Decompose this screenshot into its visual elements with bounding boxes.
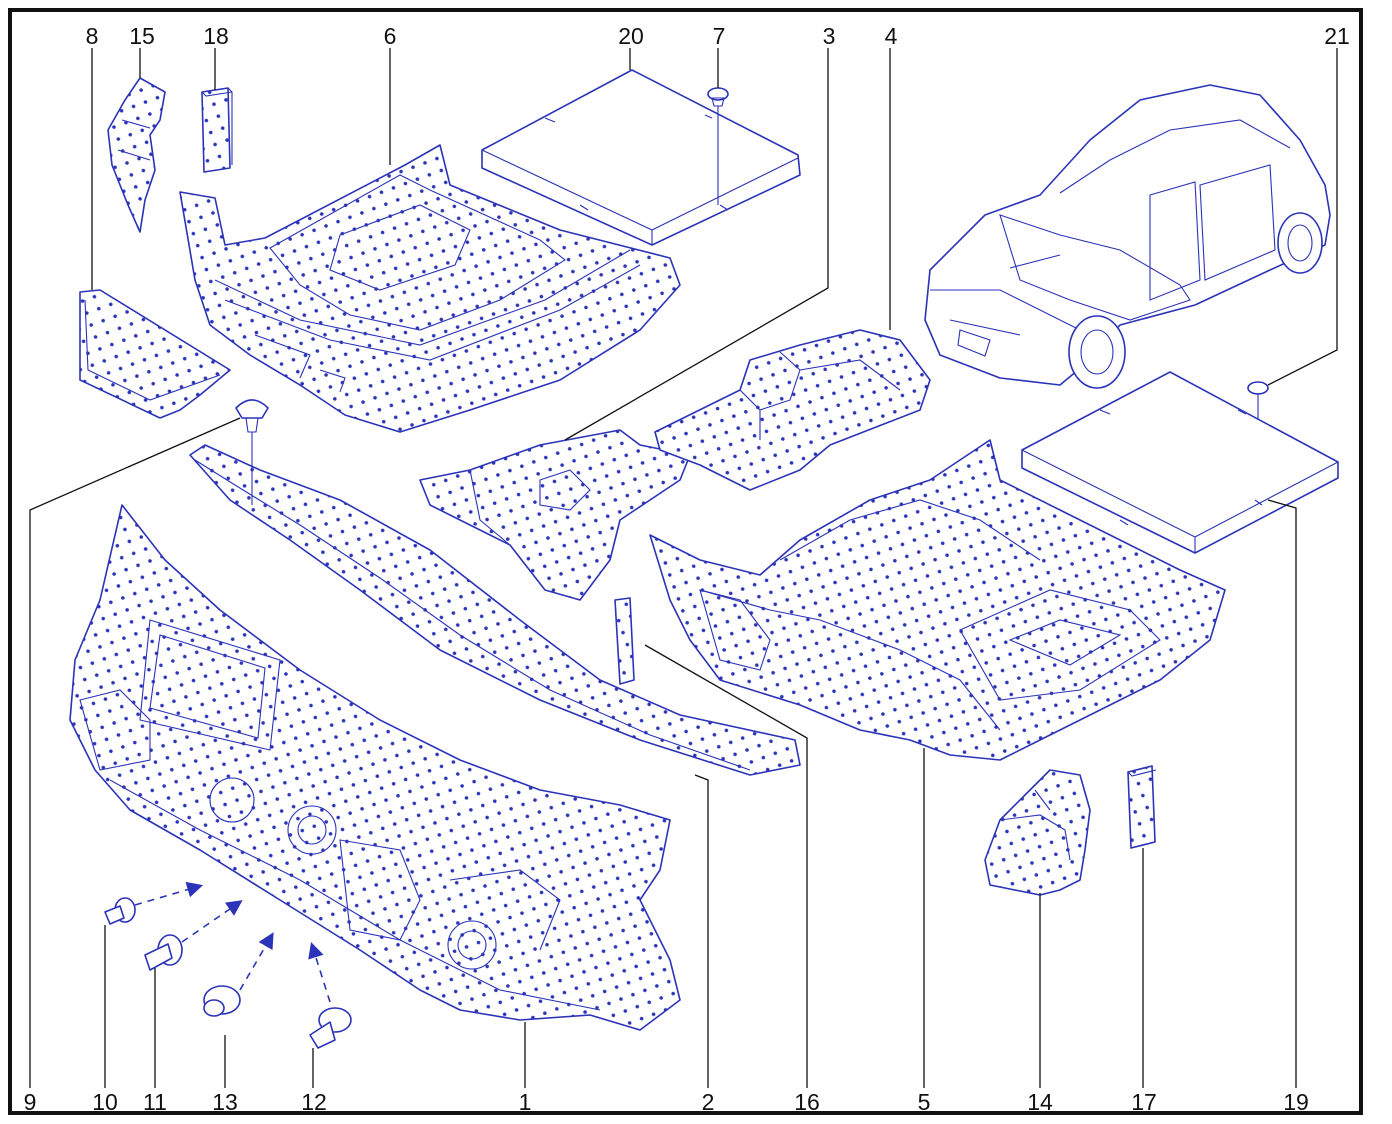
label-14: 14 [1027, 1089, 1053, 1115]
part-10-push-clip-icon [104, 897, 136, 925]
part-9-clip [235, 399, 269, 505]
part-16-strip [614, 597, 635, 685]
part-19-board [1021, 371, 1339, 554]
part-13-push-clip-icon [203, 985, 241, 1017]
part-8-insulator [79, 289, 231, 419]
label-21: 21 [1324, 23, 1350, 49]
part-15-insulator [107, 77, 166, 233]
diagram-frame [8, 8, 1363, 1115]
leader-lines [29, 48, 1338, 1088]
dashed-arrow-icon [134, 881, 331, 1003]
label-8: 8 [86, 23, 99, 49]
part-14-insulator [984, 769, 1091, 896]
part-4-tunnel-insulator [654, 329, 931, 491]
label-10: 10 [92, 1089, 118, 1115]
label-19: 19 [1283, 1089, 1309, 1115]
part-5-main-floor-insulator [649, 439, 1226, 761]
vehicle-illustration [924, 84, 1331, 389]
label-3: 3 [823, 23, 836, 49]
label-18: 18 [203, 23, 229, 49]
label-13: 13 [212, 1089, 238, 1115]
label-2: 2 [702, 1089, 715, 1115]
label-17: 17 [1131, 1089, 1157, 1115]
label-6: 6 [384, 23, 397, 49]
part-18-block [201, 87, 233, 173]
part-3-floor-insulator [419, 429, 691, 601]
part-11-push-clip-icon [144, 934, 183, 971]
label-11: 11 [143, 1089, 167, 1115]
label-7: 7 [713, 23, 726, 49]
label-15: 15 [129, 23, 155, 49]
part-17-block [1127, 765, 1157, 849]
label-20: 20 [618, 23, 644, 49]
part-6-rear-insulator [179, 144, 681, 433]
part-20-board [481, 69, 801, 246]
label-1: 1 [519, 1089, 532, 1115]
label-5: 5 [918, 1089, 931, 1115]
label-12: 12 [301, 1089, 327, 1115]
label-9: 9 [24, 1089, 37, 1115]
part-7-clip [707, 87, 729, 205]
part-1-bulkhead-insulator [69, 504, 681, 1031]
part-labels: 8 15 18 6 20 7 3 4 21 9 10 11 13 12 1 2 … [24, 23, 1350, 1115]
part-12-push-clip-icon [309, 1007, 352, 1049]
label-16: 16 [794, 1089, 820, 1115]
part-2-panel [189, 444, 801, 776]
label-4: 4 [885, 23, 898, 49]
